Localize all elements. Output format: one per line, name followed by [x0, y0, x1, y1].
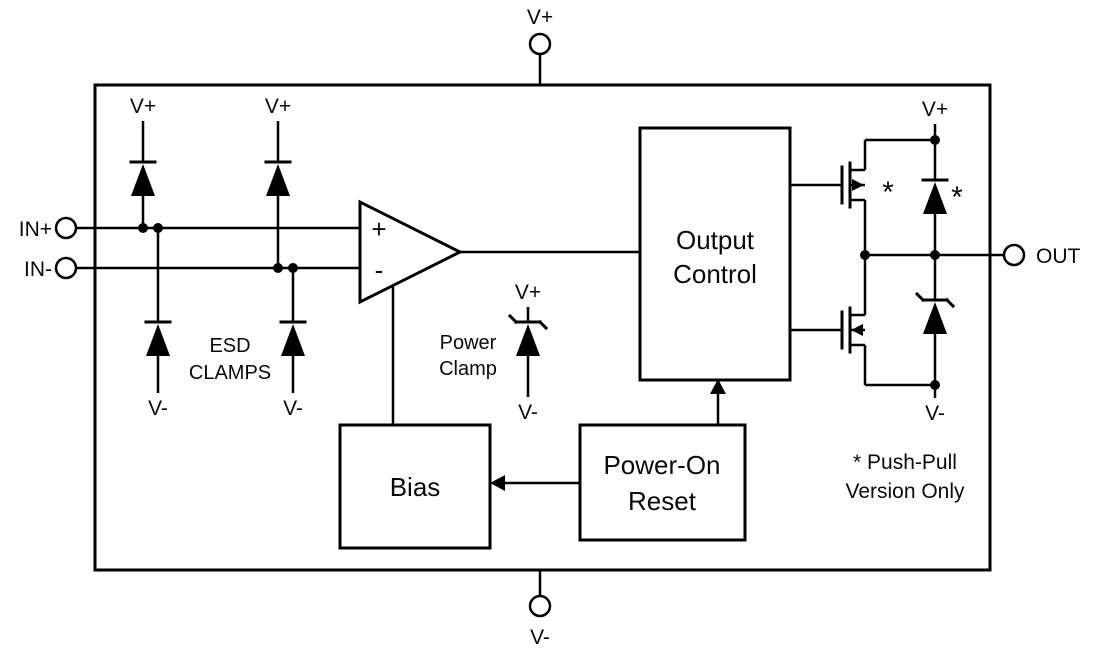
- arrowhead-left-icon: [490, 475, 505, 491]
- input-negative-label: IN-: [24, 258, 52, 281]
- diode-icon: [146, 324, 170, 356]
- diode-icon: [281, 324, 305, 356]
- output-control-label-line2: Control: [673, 259, 757, 289]
- note-line2: Version Only: [845, 480, 965, 503]
- power-on-reset-block: Power-On Reset: [578, 423, 747, 542]
- bottom-zener-icon: [923, 302, 947, 334]
- top-mosfet-icon: [840, 161, 865, 209]
- por-to-output-control-arrow: [710, 379, 726, 425]
- bottom-supply-label: V-: [530, 626, 550, 649]
- power-clamp-caption-line2: Clamp: [439, 358, 497, 380]
- output-control-label-line1: Output: [676, 225, 755, 255]
- output-pin-circle: [1002, 243, 1026, 267]
- top-supply-label: V+: [527, 6, 553, 29]
- esd-bottom-left-rail-label: V-: [148, 397, 168, 420]
- output-control-block: Output Control: [638, 126, 792, 382]
- push-pull-note: * Push-Pull Version Only: [845, 451, 965, 503]
- esd-caption-line1: ESD: [209, 335, 250, 357]
- output-rail-top-label: V+: [922, 98, 948, 121]
- diode-icon: [266, 164, 290, 196]
- input-positive-label: IN+: [19, 218, 52, 241]
- esd-clamp-bottom-left: V-: [144, 223, 172, 420]
- zener-diode-icon: [516, 324, 540, 356]
- esd-clamp-bottom-right: V-: [279, 263, 307, 420]
- bottom-mosfet-icon: [840, 306, 865, 354]
- arrowhead-up-icon: [710, 379, 726, 394]
- input-positive-pin-circle: [54, 216, 78, 240]
- input-negative-pin: IN-: [24, 256, 360, 281]
- top-supply-pin-circle: [528, 32, 552, 56]
- opamp-triangle-icon: [358, 199, 464, 305]
- output-control-box: [638, 126, 792, 382]
- junction-dot: [273, 263, 283, 273]
- mosfet-arrow-icon: [851, 324, 863, 336]
- top-supply-pin: V+: [527, 6, 553, 85]
- por-label-line2: Reset: [628, 486, 697, 516]
- por-label-line1: Power-On: [603, 450, 720, 480]
- bias-label: Bias: [390, 472, 441, 502]
- power-on-reset-box: [578, 423, 747, 542]
- output-stage-diodes: V+ * V-: [914, 98, 963, 425]
- esd-caption-line2: CLAMPS: [189, 362, 271, 384]
- esd-clamp-top-right: V+: [264, 95, 292, 273]
- push-pull-output-stage: *: [790, 138, 935, 387]
- power-clamp-caption-line1: Power: [440, 332, 497, 354]
- note-line1: * Push-Pull: [853, 451, 957, 474]
- junction-dot: [930, 380, 940, 390]
- opamp-plus-sign: +: [371, 214, 386, 244]
- bottom-supply-pin-circle: [528, 594, 552, 618]
- mosfet-asterisk: *: [882, 176, 894, 209]
- input-positive-pin: IN+: [19, 216, 360, 241]
- bottom-supply-pin: V-: [528, 570, 552, 649]
- power-clamp: Power Clamp V+ V-: [439, 281, 549, 424]
- power-clamp-rail-bottom-label: V-: [518, 401, 538, 424]
- bias-block: Bias: [338, 423, 492, 550]
- output-rail-bottom-label: V-: [925, 402, 945, 425]
- esd-caption: ESD CLAMPS: [189, 335, 271, 384]
- power-clamp-rail-top-label: V+: [515, 281, 541, 304]
- diode-icon: [131, 164, 155, 196]
- esd-bottom-right-rail-label: V-: [283, 397, 303, 420]
- output-label: OUT: [1036, 245, 1081, 268]
- junction-dot: [930, 135, 940, 145]
- junction-dot: [138, 223, 148, 233]
- esd-top-right-rail-label: V+: [265, 95, 291, 118]
- input-negative-pin-circle: [54, 256, 78, 280]
- diode-asterisk: *: [951, 181, 963, 214]
- top-diode-icon: [923, 182, 947, 214]
- bias-box: [338, 423, 492, 550]
- opamp: + -: [358, 199, 464, 305]
- output-pin: OUT: [865, 243, 1081, 268]
- esd-clamp-top-left: V+: [129, 95, 157, 233]
- esd-top-left-rail-label: V+: [130, 95, 156, 118]
- por-to-bias-arrow: [490, 475, 580, 491]
- opamp-minus-sign: -: [375, 255, 384, 285]
- ic-boundary: [93, 83, 992, 572]
- mosfet-arrow-icon: [852, 179, 864, 191]
